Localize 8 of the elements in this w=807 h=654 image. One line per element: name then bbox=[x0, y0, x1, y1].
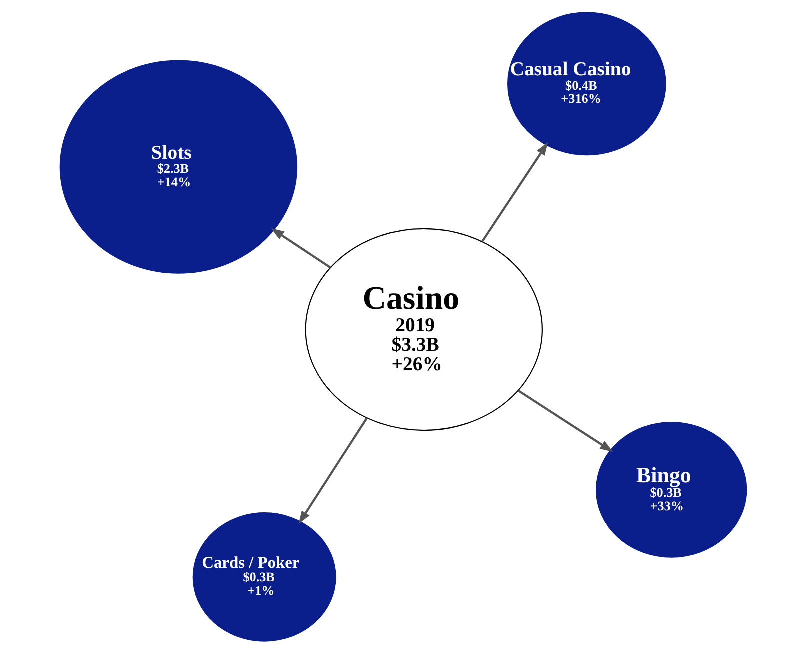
arrow bbox=[482, 142, 548, 242]
arrow bbox=[518, 390, 614, 452]
arrow bbox=[298, 418, 368, 524]
node-ellipse: Slots $2.3B +14% bbox=[60, 60, 298, 274]
arrow bbox=[271, 228, 332, 269]
node-ellipse: Bingo $0.3B +33% bbox=[596, 422, 748, 558]
node-ellipse: Casino 2019 $3.3B +26% bbox=[305, 228, 543, 432]
node-circle: Cards / Poker $0.3B +1% bbox=[192, 512, 336, 642]
